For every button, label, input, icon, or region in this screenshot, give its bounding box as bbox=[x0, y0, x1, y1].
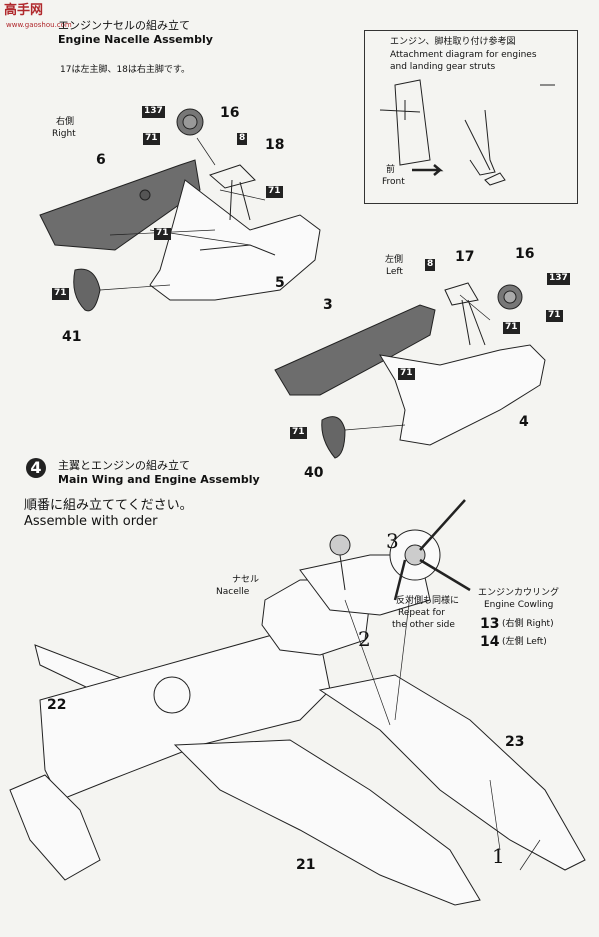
part-16-left: 16 bbox=[515, 246, 535, 262]
cowl-right-label: (右側 Right) bbox=[502, 619, 554, 629]
aircraft-drawing bbox=[9, 499, 586, 906]
order-step-3: 3 bbox=[386, 529, 399, 553]
badge-71-right-b: 71 bbox=[266, 186, 283, 198]
right-label-jp: 右側 bbox=[56, 117, 75, 127]
repeat-en-1: Repeat for bbox=[398, 608, 445, 618]
part-16-right: 16 bbox=[220, 105, 240, 121]
inset-title-en-1: Attachment diagram for engines bbox=[390, 50, 537, 60]
watermark-logo: 高手网 bbox=[4, 3, 44, 18]
order-step-1: 1 bbox=[492, 844, 505, 868]
cowl-left-label: (左側 Left) bbox=[502, 637, 547, 647]
badge-71-left-c: 71 bbox=[398, 368, 415, 380]
step4-title-en: Main Wing and Engine Assembly bbox=[58, 473, 260, 486]
part-6: 6 bbox=[96, 152, 106, 168]
order-step-2: 2 bbox=[358, 627, 371, 651]
badge-71-left-d: 71 bbox=[290, 427, 307, 439]
badge-137-right: 137 bbox=[142, 106, 165, 118]
part-3: 3 bbox=[323, 297, 333, 313]
step4-number: 4 bbox=[26, 458, 46, 478]
badge-71-right-c: 71 bbox=[154, 228, 171, 240]
front-label-en: Front bbox=[382, 177, 405, 187]
badge-8-left: 8 bbox=[425, 259, 436, 271]
inset-title-jp: エンジン、脚柱取り付け参考図 bbox=[390, 37, 516, 47]
left-label-en: Left bbox=[386, 267, 403, 277]
inset-title-en-2: and landing gear struts bbox=[390, 62, 496, 72]
cowl-left-num: 14 bbox=[480, 634, 500, 650]
badge-71-left-a: 71 bbox=[546, 310, 563, 322]
part-5: 5 bbox=[275, 275, 285, 291]
badge-71-right-d: 71 bbox=[52, 288, 69, 300]
badge-71-left-b: 71 bbox=[503, 322, 520, 334]
step4-title-jp: 主翼とエンジンの組み立て bbox=[58, 459, 190, 472]
part-4: 4 bbox=[519, 414, 529, 430]
right-label-en: Right bbox=[52, 129, 76, 139]
repeat-jp: 反対側も同様に bbox=[396, 596, 460, 606]
part-22: 22 bbox=[47, 697, 67, 713]
left-nacelle-drawing bbox=[274, 282, 546, 459]
order-jp: 順番に組み立ててください。 bbox=[24, 498, 193, 513]
part-18: 18 bbox=[265, 137, 285, 153]
inset-drawing bbox=[379, 79, 555, 186]
part-17: 17 bbox=[455, 249, 475, 265]
badge-8-right: 8 bbox=[237, 133, 248, 145]
step3-title-jp: エンジンナセルの組み立て bbox=[58, 19, 190, 32]
part-21: 21 bbox=[296, 857, 316, 873]
part-41: 41 bbox=[62, 329, 82, 345]
nacelle-label-jp: ナセル bbox=[232, 575, 260, 585]
cowl-right-num: 13 bbox=[480, 616, 500, 632]
step3-title-en: Engine Nacelle Assembly bbox=[58, 33, 213, 46]
badge-71-right-a: 71 bbox=[143, 133, 160, 145]
nacelle-label-en: Nacelle bbox=[216, 587, 250, 597]
step3-note: 17は左主脚、18は右主脚です。 bbox=[60, 65, 191, 75]
order-en: Assemble with order bbox=[24, 514, 158, 529]
inset-box bbox=[364, 30, 578, 204]
part-40: 40 bbox=[304, 465, 324, 481]
repeat-en-2: the other side bbox=[392, 620, 455, 630]
left-label-jp: 左側 bbox=[385, 255, 404, 265]
cowling-jp: エンジンカウリング bbox=[478, 588, 560, 598]
cowling-en: Engine Cowling bbox=[484, 600, 554, 610]
badge-137-left: 137 bbox=[547, 273, 570, 285]
part-23: 23 bbox=[505, 734, 525, 750]
front-label-jp: 前 bbox=[386, 165, 396, 175]
watermark-url: www.gaoshou.com bbox=[6, 21, 72, 29]
right-nacelle-drawing bbox=[39, 108, 321, 312]
